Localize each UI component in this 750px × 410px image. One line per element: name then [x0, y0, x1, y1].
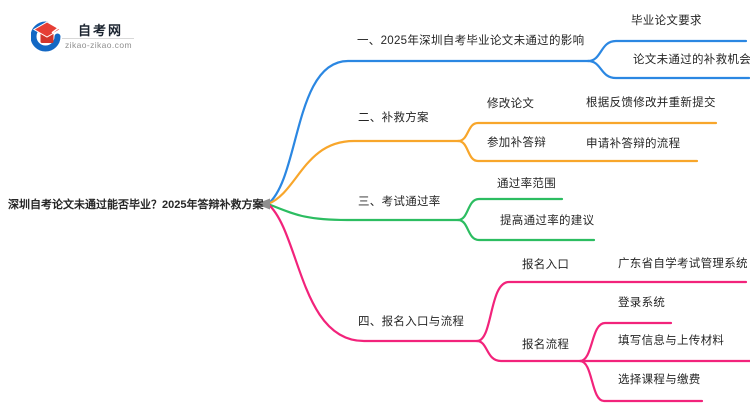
- branch2-child1-label: 修改论文: [487, 98, 535, 110]
- branch3-child2-line: [456, 218, 596, 242]
- branch1-child1-line: [586, 39, 748, 63]
- root-node-label: 深圳自考论文未通过能否毕业？2025年答辩补救方案: [8, 199, 264, 211]
- branch3-child1-label: 通过率范围: [497, 178, 556, 190]
- branch3-child2-label: 提高通过率的建议: [500, 215, 595, 227]
- branch3-label: 三、考试通过率: [358, 196, 441, 208]
- branch1-child1-label: 毕业论文要求: [631, 15, 702, 27]
- branch2-child1-line: [456, 121, 718, 143]
- branch1-child2-line: [586, 59, 750, 80]
- site-logo: 自考网 zikao-zikao.com: [28, 15, 178, 55]
- branch4-child2-label: 报名流程: [522, 339, 570, 351]
- branch4-grandchild1-line: [578, 321, 673, 363]
- branch4-stem-line: [266, 202, 479, 343]
- graduation-cap-icon: [31, 21, 62, 52]
- branch2-label: 二、补救方案: [358, 112, 429, 124]
- branch4-child2-grandchild3-label: 选择课程与缴费: [618, 374, 701, 386]
- branch3-child1-line: [456, 197, 564, 222]
- branch1-label: 一、2025年深圳自考毕业论文未通过的影响: [357, 35, 585, 47]
- branch2-stem-line: [266, 139, 460, 206]
- branch2-child2-label: 参加补答辩: [487, 137, 546, 149]
- root-junction-marker: [256, 198, 270, 210]
- branch4-label: 四、报名入口与流程: [358, 316, 465, 328]
- branch2-child1-grandchild-label: 根据反馈修改并重新提交: [586, 97, 716, 109]
- branch2-child2-line: [456, 139, 699, 163]
- branch4-child2-grandchild1-label: 登录系统: [618, 297, 666, 309]
- branch4-child1-label: 报名入口: [522, 259, 570, 271]
- site-url: zikao-zikao.com: [65, 40, 132, 50]
- branch4-child2-line: [475, 339, 750, 363]
- branch4-child1-grandchild-label: 广东省自学考试管理系统: [618, 258, 748, 270]
- branch4-child2-grandchild2-label: 填写信息与上传材料: [618, 335, 725, 347]
- branch4-grandchild3-line: [578, 359, 704, 403]
- branch3-stem-line: [266, 202, 460, 222]
- logo-divider: [62, 38, 134, 39]
- site-name: 自考网: [78, 23, 124, 38]
- branch4-child1-line: [475, 280, 748, 343]
- branch2-child2-grandchild-label: 申请补答辩的流程: [586, 138, 681, 150]
- branch1-child2-label: 论文未通过的补救机会: [633, 54, 750, 66]
- branch1-stem-line: [266, 59, 590, 206]
